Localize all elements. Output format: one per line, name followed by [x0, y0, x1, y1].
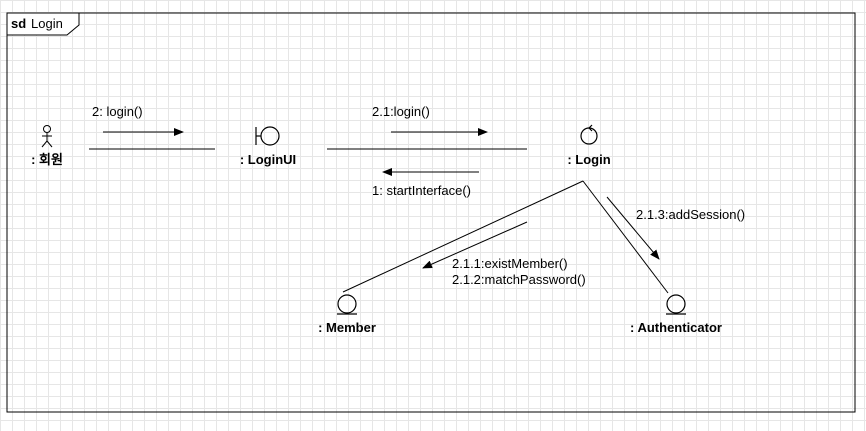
boundary-icon [255, 126, 280, 146]
entity-icon-member [337, 294, 357, 315]
entity-icon-authenticator [666, 294, 686, 315]
actor-icon [41, 125, 53, 148]
message-label-startinterface: 1: startInterface() [372, 183, 471, 198]
diagram-frame [6, 12, 856, 413]
frame-title: Login [31, 16, 63, 31]
actor-label: : 회원 [31, 152, 63, 167]
message-label-matchpassword: 2.1.2:matchPassword() [452, 272, 586, 287]
link-login-member [342, 180, 584, 293]
message-label-login-2-1: 2.1:login() [372, 104, 430, 119]
member-label: : Member [318, 320, 376, 335]
message-label-addsession: 2.1.3:addSession() [636, 207, 745, 222]
control-icon [580, 124, 598, 145]
login-label: : Login [567, 152, 610, 167]
message-label-existmember: 2.1.1:existMember() [452, 256, 568, 271]
frame-keyword: sd [11, 16, 26, 31]
message-arrow-existmember [422, 221, 528, 269]
message-arrow-addsession [606, 196, 660, 260]
authenticator-label: : Authenticator [630, 320, 722, 335]
loginui-label: : LoginUI [240, 152, 296, 167]
link-login-authenticator [582, 180, 669, 294]
frame-tab [6, 12, 80, 36]
message-label-login: 2: login() [92, 104, 143, 119]
